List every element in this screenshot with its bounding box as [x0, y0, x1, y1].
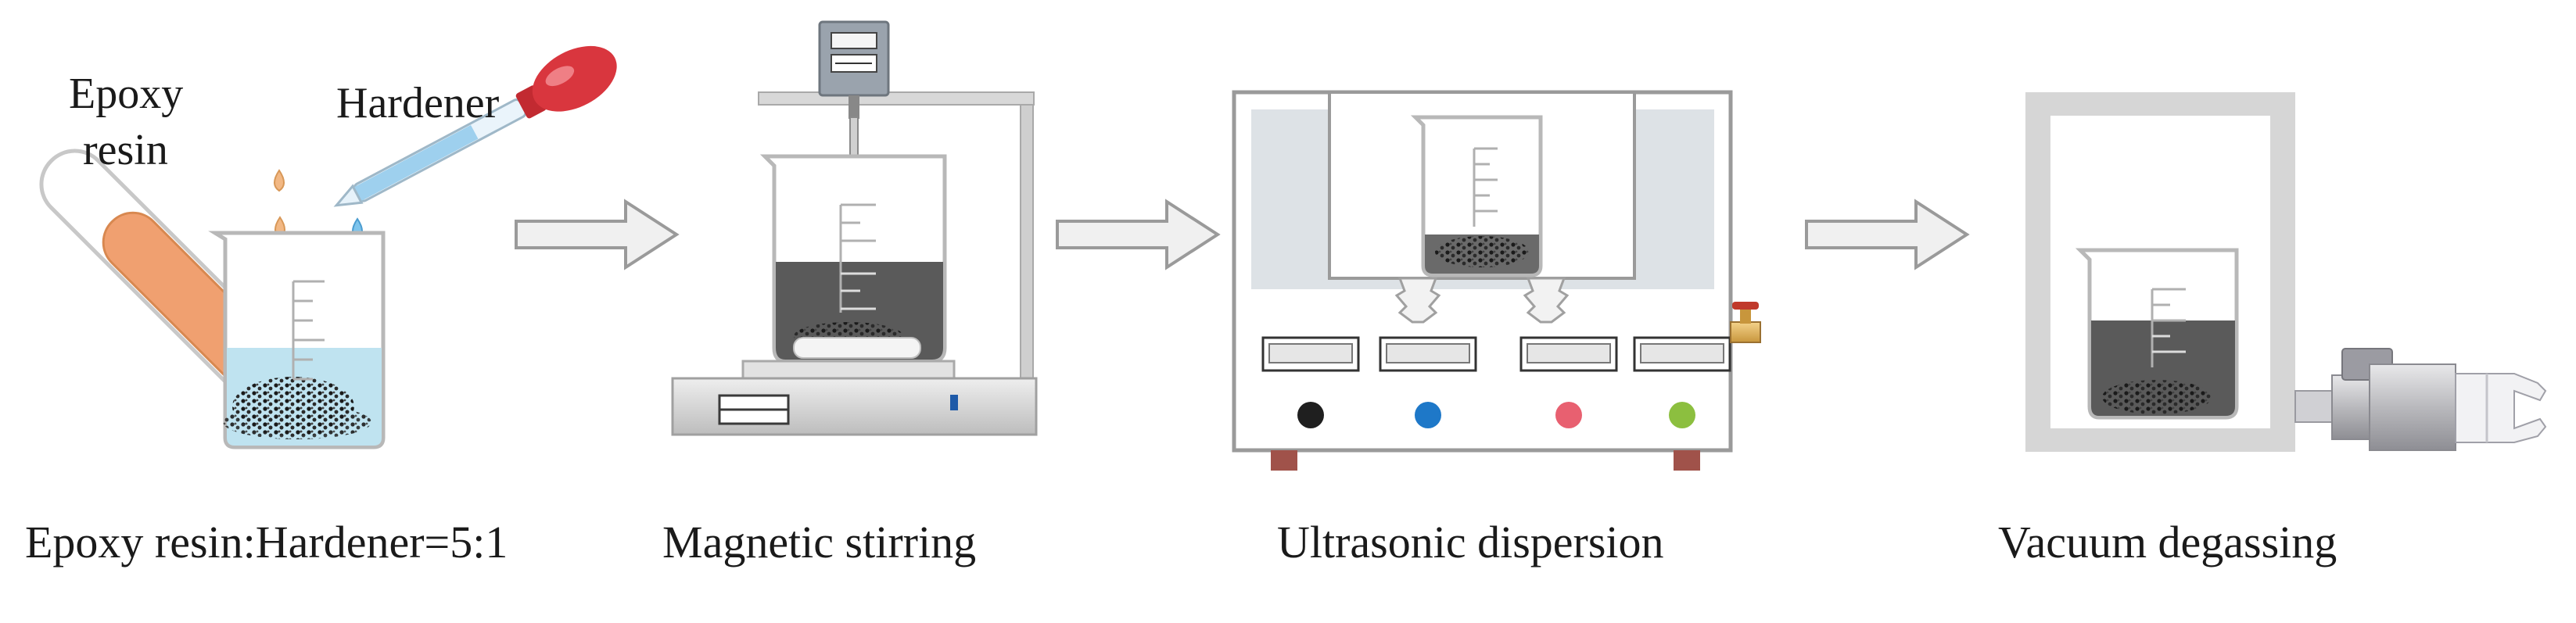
- beaker-icon: [2075, 248, 2239, 420]
- epoxy-resin-label-line2: resin: [83, 126, 168, 174]
- stir-bar: [793, 337, 921, 359]
- arrow-right-icon: [515, 199, 680, 270]
- step-magnetic-stirring: Magnetic stirring: [662, 20, 1038, 568]
- stand-rod: [1020, 97, 1034, 380]
- epoxy-resin-label-line1: Epoxy: [69, 70, 183, 118]
- dropper-icon: [333, 45, 617, 207]
- drain-valve-icon: [1730, 302, 1761, 343]
- knob-blue-icon: [1415, 402, 1441, 428]
- arrow-right-icon: [1056, 199, 1221, 270]
- stirrer-base: [671, 360, 1038, 436]
- step-caption-ultrasonic: Ultrasonic dispersion: [1277, 517, 1664, 568]
- knob-pink-icon: [1555, 402, 1582, 428]
- step-caption-vacuum: Vacuum degassing: [1998, 517, 2337, 568]
- beaker-icon: [208, 231, 386, 449]
- hardener-label: Hardener: [336, 79, 500, 127]
- knob-black-icon: [1297, 402, 1324, 428]
- step-mixing: Epoxy resin Hardener Epoxy resin:Hardene…: [25, 45, 617, 568]
- beaker-icon: [759, 154, 947, 363]
- step-caption-mixing: Epoxy resin:Hardener=5:1: [25, 517, 508, 568]
- stirrer-motor-icon: [818, 20, 890, 119]
- stand-arm: [758, 91, 1035, 106]
- ultrasonic-bath-icon: [1232, 90, 1761, 471]
- step-caption-stirring: Magnetic stirring: [662, 517, 976, 568]
- knob-green-icon: [1669, 402, 1695, 428]
- step-vacuum-degassing: Vacuum degassing: [1998, 92, 2547, 568]
- arrow-right-icon: [1805, 199, 1970, 270]
- vacuum-pump-icon: [2294, 348, 2547, 451]
- step-ultrasonic-dispersion: Ultrasonic dispersion: [1232, 90, 1761, 568]
